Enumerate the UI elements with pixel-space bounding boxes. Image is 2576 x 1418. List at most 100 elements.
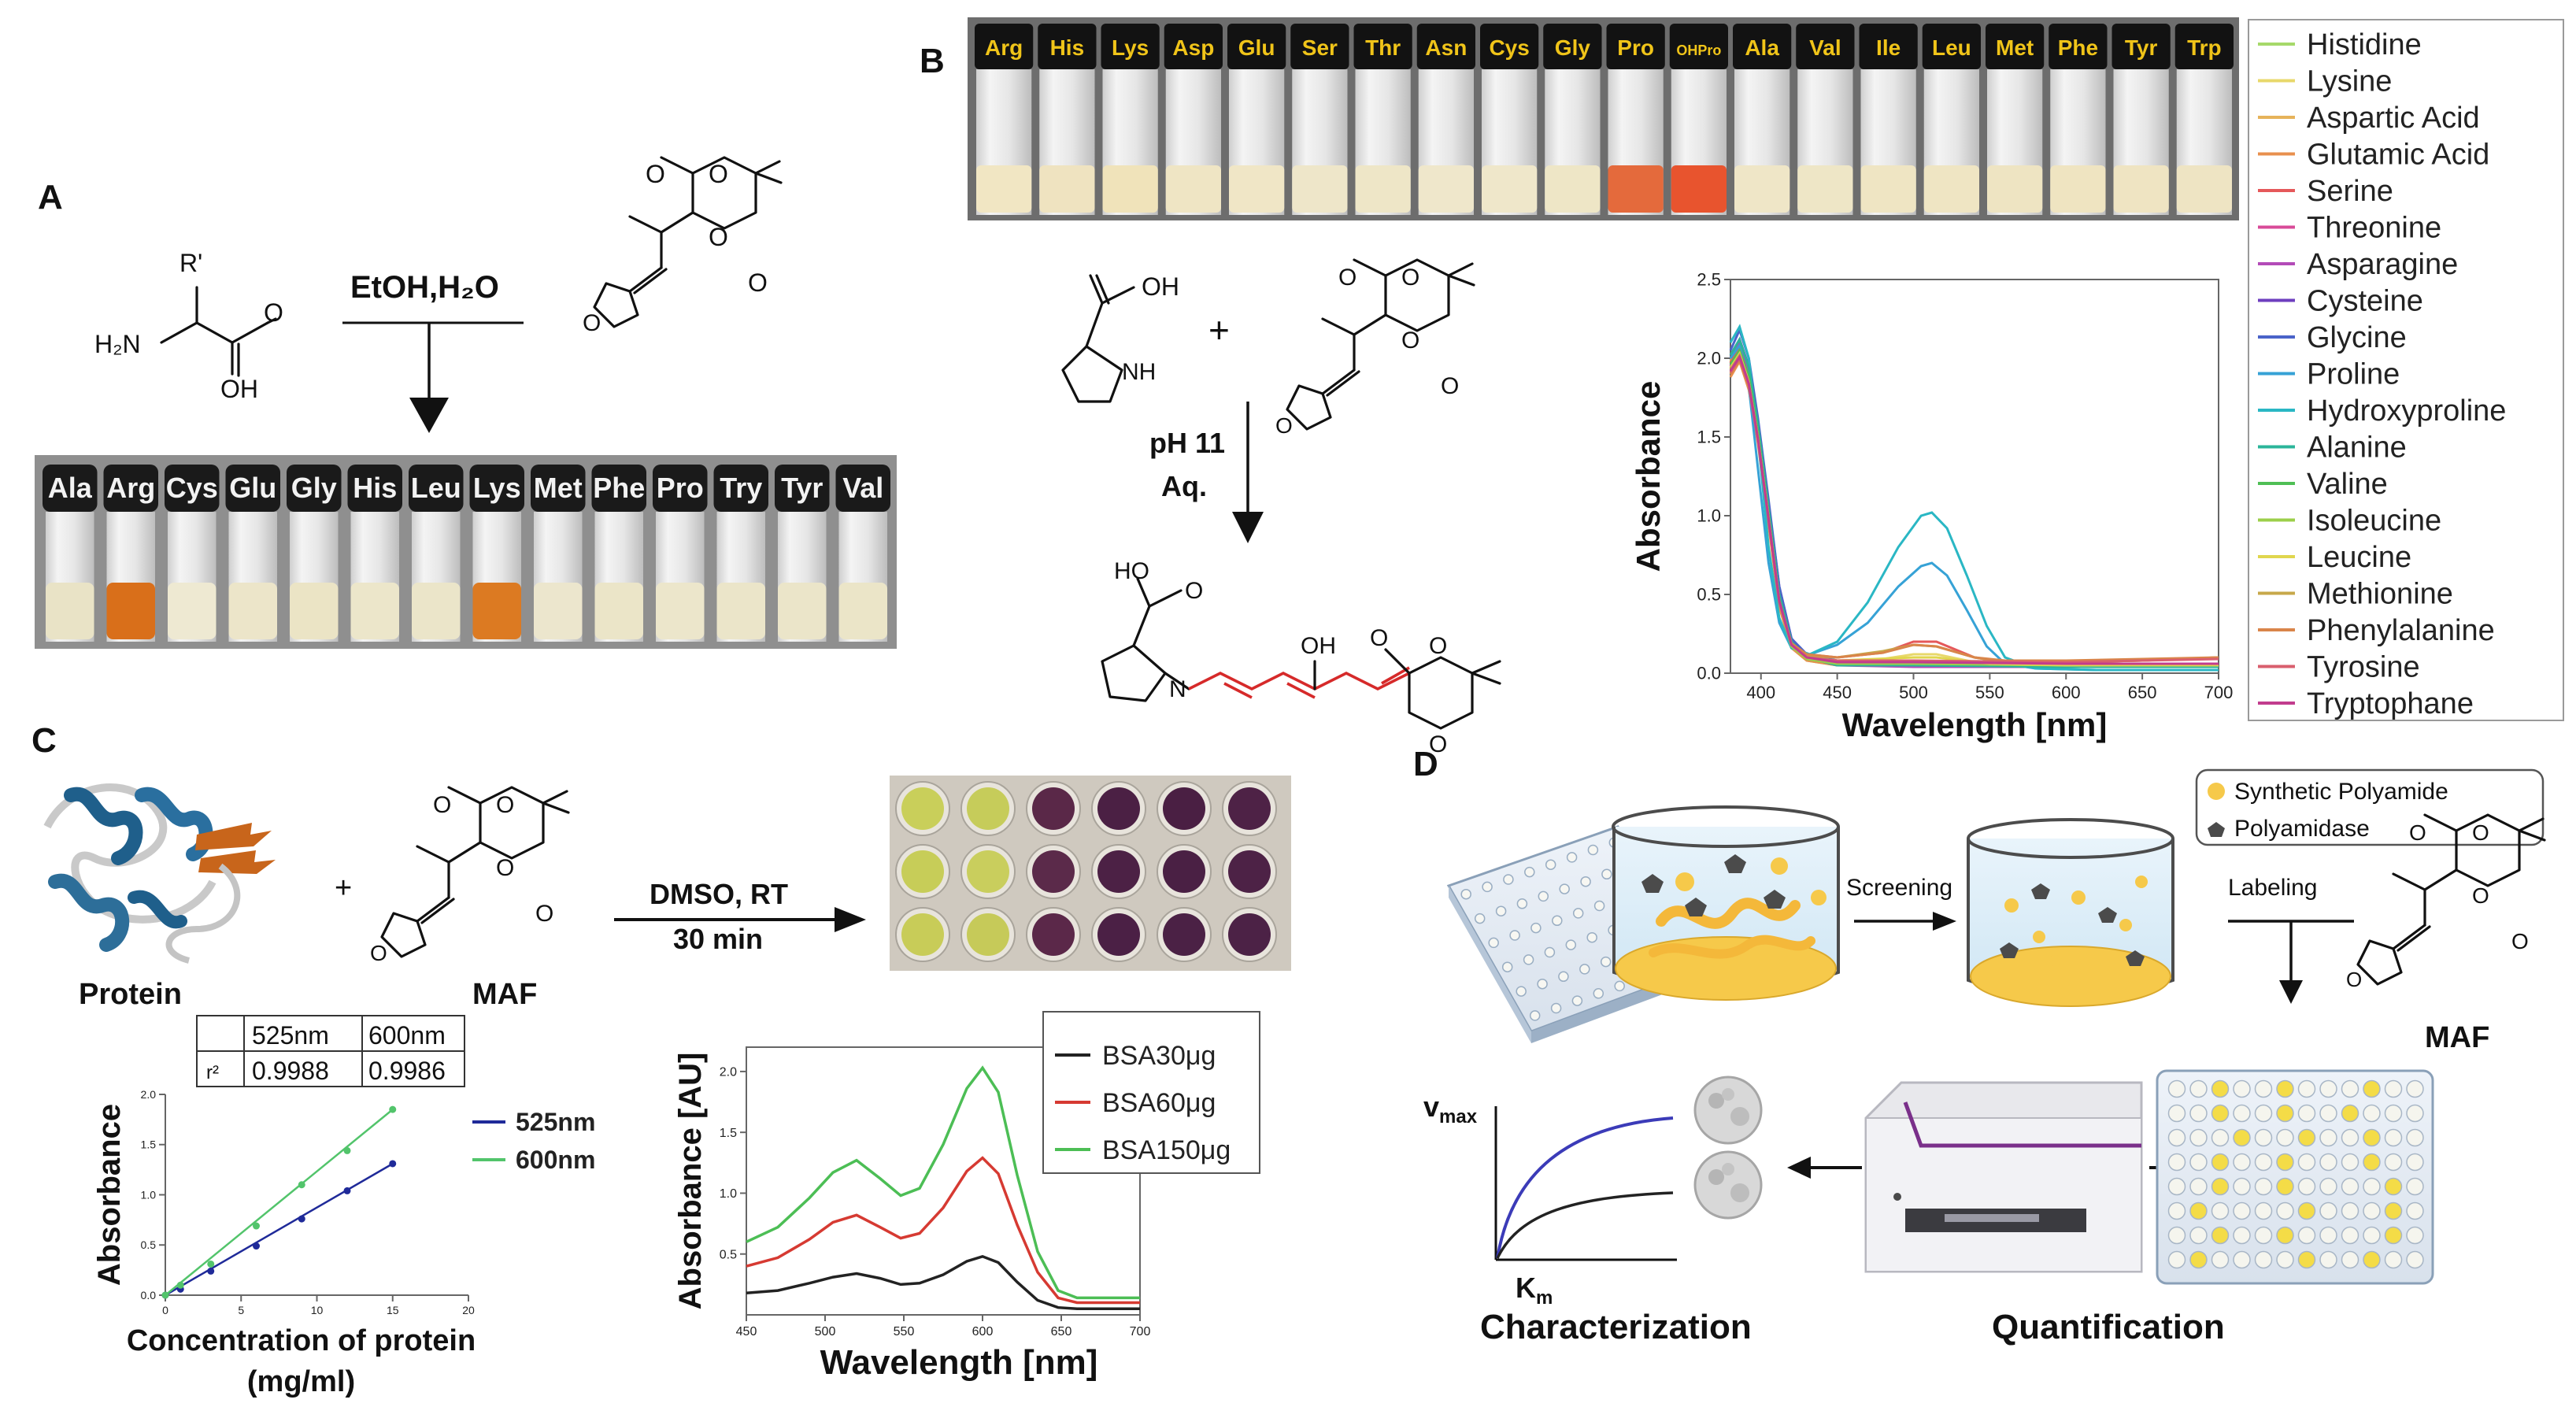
- plate-right-well: [2297, 1128, 2316, 1147]
- maf-c-o1: O: [433, 792, 451, 818]
- plate-right-well: [2319, 1201, 2337, 1220]
- reaction-condition: EtOH,H₂O: [350, 270, 499, 305]
- well-liquid: [1163, 913, 1205, 956]
- plate-left-well: [1529, 1010, 1541, 1021]
- legend-b-entry: Cysteine: [2307, 285, 2423, 318]
- panel-label-b: B: [920, 42, 945, 80]
- series-line-histidine: [1729, 346, 2219, 668]
- maf-structure-c: O O O O O: [370, 786, 570, 965]
- maf-a-o3: O: [709, 223, 728, 251]
- y-tick-label: 1.5: [141, 1138, 157, 1151]
- maf-c-o5: O: [370, 941, 387, 965]
- series-600nm-point: [207, 1260, 215, 1268]
- vial-b-label: Ser: [1302, 35, 1338, 60]
- plate-right-well: [2341, 1177, 2359, 1196]
- chart-frame: [1730, 279, 2219, 674]
- proline-structure: OH NH: [1061, 272, 1179, 403]
- maf-d-o3: O: [2472, 883, 2489, 908]
- amino-acid-structure: R' H₂N OH O: [94, 249, 283, 403]
- plus-c: +: [335, 872, 352, 905]
- vial-a-cap: [165, 465, 220, 512]
- vial-b-cap: [1669, 24, 1728, 69]
- plate-right-well: [2276, 1226, 2294, 1245]
- series-line-tyrosine: [1729, 355, 2219, 664]
- vial-a-label: Met: [534, 472, 583, 504]
- series-525nm-point: [389, 1160, 397, 1168]
- well-liquid: [1228, 787, 1271, 830]
- plate-left-well: [1460, 888, 1471, 900]
- series-600nm-point: [343, 1146, 351, 1154]
- plate-right-well: [2276, 1201, 2294, 1220]
- vial-a-liquid: [716, 583, 765, 639]
- vial-b-cap: [1922, 24, 1981, 69]
- plate-reader-illustration: [1864, 1081, 2143, 1273]
- vial-a-cap: [43, 465, 98, 512]
- plus-b: +: [1208, 309, 1230, 350]
- step-labeling: Labeling: [2228, 875, 2354, 1004]
- amino-acid-r-label: R': [180, 249, 202, 277]
- vial-b-cap: [1038, 24, 1097, 69]
- kinetics-plot: vmax Km: [1423, 1090, 1677, 1309]
- x-tick-label: 650: [2128, 683, 2157, 702]
- vial-b-liquid: [1355, 165, 1411, 213]
- plate-right-well: [2406, 1079, 2424, 1098]
- vial-a-label: Arg: [106, 472, 155, 504]
- caption-characterization: Characterization: [1480, 1308, 1752, 1346]
- step-screening: Screening: [1846, 875, 1956, 931]
- well-liquid: [967, 850, 1009, 893]
- plate-right-well: [2384, 1079, 2403, 1098]
- vial-b-cap: [2174, 24, 2234, 69]
- y-tick-label: 0.5: [141, 1238, 157, 1251]
- plate-right-well: [2363, 1128, 2381, 1147]
- legend-b-entry: Threonine: [2307, 212, 2441, 245]
- vial-a-liquid: [46, 583, 94, 639]
- product-ho-label: HO: [1114, 558, 1149, 584]
- legend-c2-entry: BSA150μg: [1102, 1135, 1231, 1165]
- plate-left-well: [1579, 964, 1590, 975]
- y-axis-title: Absorbance: [1630, 381, 1667, 572]
- microplate-right-wells: [2167, 1079, 2424, 1269]
- vial-a-liquid: [350, 583, 399, 639]
- amino-acid-nh2-label: H₂N: [94, 330, 141, 358]
- vial-a-label: Glu: [229, 472, 276, 504]
- vial-b-label: Val: [1809, 35, 1841, 60]
- well-liquid: [1228, 850, 1271, 893]
- plate-right-well: [2189, 1226, 2208, 1245]
- well-liquid: [1097, 787, 1140, 830]
- x-axis-title: Concentration of protein: [127, 1324, 476, 1357]
- vial-a-label: His: [353, 472, 397, 504]
- r2-header-600: 600nm: [368, 1021, 446, 1050]
- legend-b-entry: Leucine: [2307, 541, 2411, 574]
- vial-a-label: Pro: [657, 472, 704, 504]
- series-line-asparagine: [1729, 339, 2219, 668]
- plate-left-well: [1501, 961, 1513, 972]
- plate-left-well: [1572, 908, 1584, 919]
- plate-right-well: [2341, 1128, 2359, 1147]
- vial-b-label: Trp: [2187, 35, 2222, 60]
- plate-right-well: [2319, 1079, 2337, 1098]
- plate-right-well: [2254, 1250, 2273, 1269]
- product-n-label: N: [1169, 676, 1186, 702]
- legend-c2-entry: BSA60μg: [1102, 1088, 1216, 1118]
- vial-b-label: Arg: [985, 35, 1023, 60]
- plate-left-well: [1523, 954, 1534, 965]
- vial-b-liquid: [1923, 165, 1979, 213]
- maf-structure-b: O O O O O: [1275, 258, 1475, 438]
- series-525nm-point: [207, 1267, 215, 1275]
- vial-a-cap: [287, 465, 342, 512]
- condition-time: 30 min: [673, 923, 763, 955]
- well-liquid: [1228, 913, 1271, 956]
- plate-left-well: [1544, 946, 1556, 958]
- plate-right-well: [2233, 1079, 2251, 1098]
- vial-b-liquid: [1229, 165, 1285, 213]
- well-liquid: [1032, 850, 1075, 893]
- well-liquid: [1097, 850, 1140, 893]
- series-600nm-point: [389, 1105, 397, 1113]
- beaker-screening-before: [1612, 805, 1840, 1001]
- plate-right-well: [2406, 1104, 2424, 1123]
- proline-oh-label: OH: [1142, 272, 1179, 301]
- condition-ph: pH 11: [1149, 427, 1225, 459]
- vial-b-label: His: [1050, 35, 1085, 60]
